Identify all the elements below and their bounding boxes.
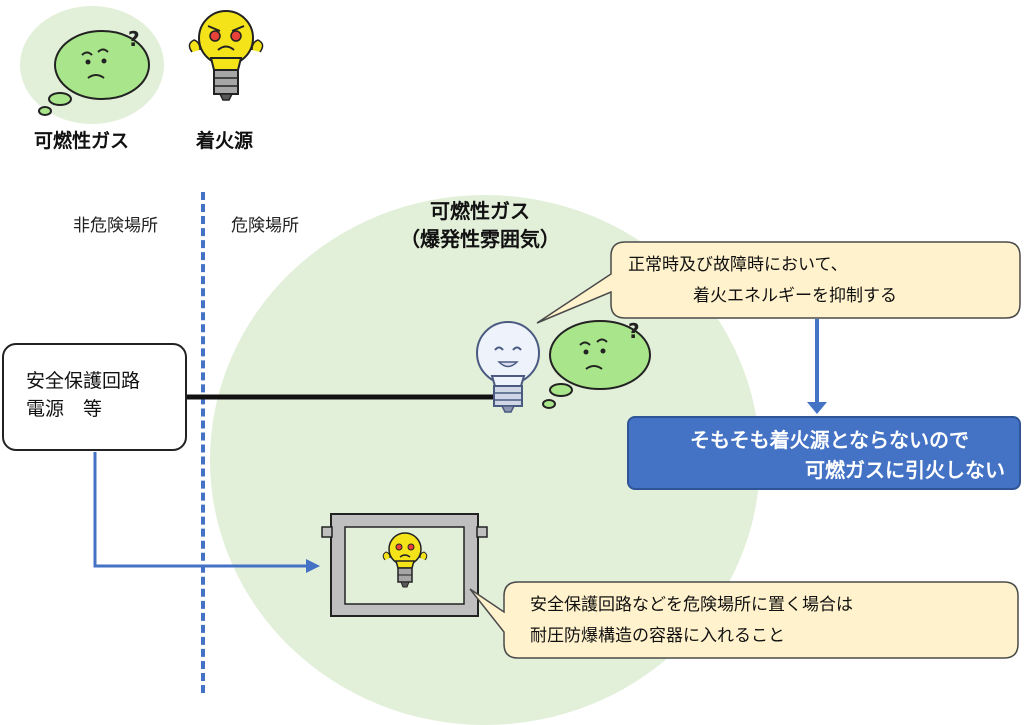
intrinsically-safe-bulb-icon: [476, 321, 540, 413]
svg-text:?: ?: [628, 319, 640, 343]
callout-bottom-bubble: [469, 581, 1019, 659]
zone-divider: [201, 192, 205, 693]
gas-area-title-line1: 可燃性ガス: [430, 199, 530, 223]
legend-gas-cloud-icon: ?: [38, 27, 150, 116]
diagram-graphics: ? ?: [38, 10, 1021, 659]
gas-area-title: 可燃性ガス （爆発性雰囲気）: [380, 197, 580, 253]
hazardous-area-label: 危険場所: [231, 216, 299, 236]
power-box-line2: 電源 等: [26, 398, 103, 420]
enclosed-ignition-bulb-icon: [382, 532, 428, 588]
down-arrow-head-icon: [807, 402, 827, 414]
gas-area-title-line2: （爆発性雰囲気）: [400, 227, 560, 251]
svg-text:?: ?: [128, 27, 140, 51]
safety-circuit-power-box: 安全保護回路 電源 等: [2, 343, 187, 451]
callout-bottom-line2: 耐圧防爆構造の容器に入れること: [530, 626, 785, 646]
gas-cloud-icon: ?: [542, 319, 651, 409]
result-box-line1: そもそも着火源とならないので: [690, 428, 969, 452]
relocation-arrow-head-icon: [306, 559, 320, 573]
callout-top-line2: 着火エネルギーを抑制する: [693, 286, 897, 306]
legend-ignition-label: 着火源: [196, 130, 254, 152]
callout-top-line1: 正常時及び故障時において、: [628, 255, 848, 275]
power-box-line1: 安全保護回路: [26, 370, 141, 392]
non-hazardous-area-label: 非危険場所: [73, 216, 158, 236]
relocation-arrow: [93, 452, 308, 568]
callout-bottom-line1: 安全保護回路などを危険場所に置く場合は: [530, 595, 853, 615]
result-box: そもそも着火源とならないので 可燃ガスに引火しない: [627, 416, 1021, 490]
callout-top-bubble: [536, 241, 1021, 324]
legend-gas-label: 可燃性ガス: [34, 130, 130, 152]
result-box-line2: 可燃ガスに引火しない: [805, 458, 1005, 482]
legend-ignition-bulb-icon: [188, 10, 264, 101]
